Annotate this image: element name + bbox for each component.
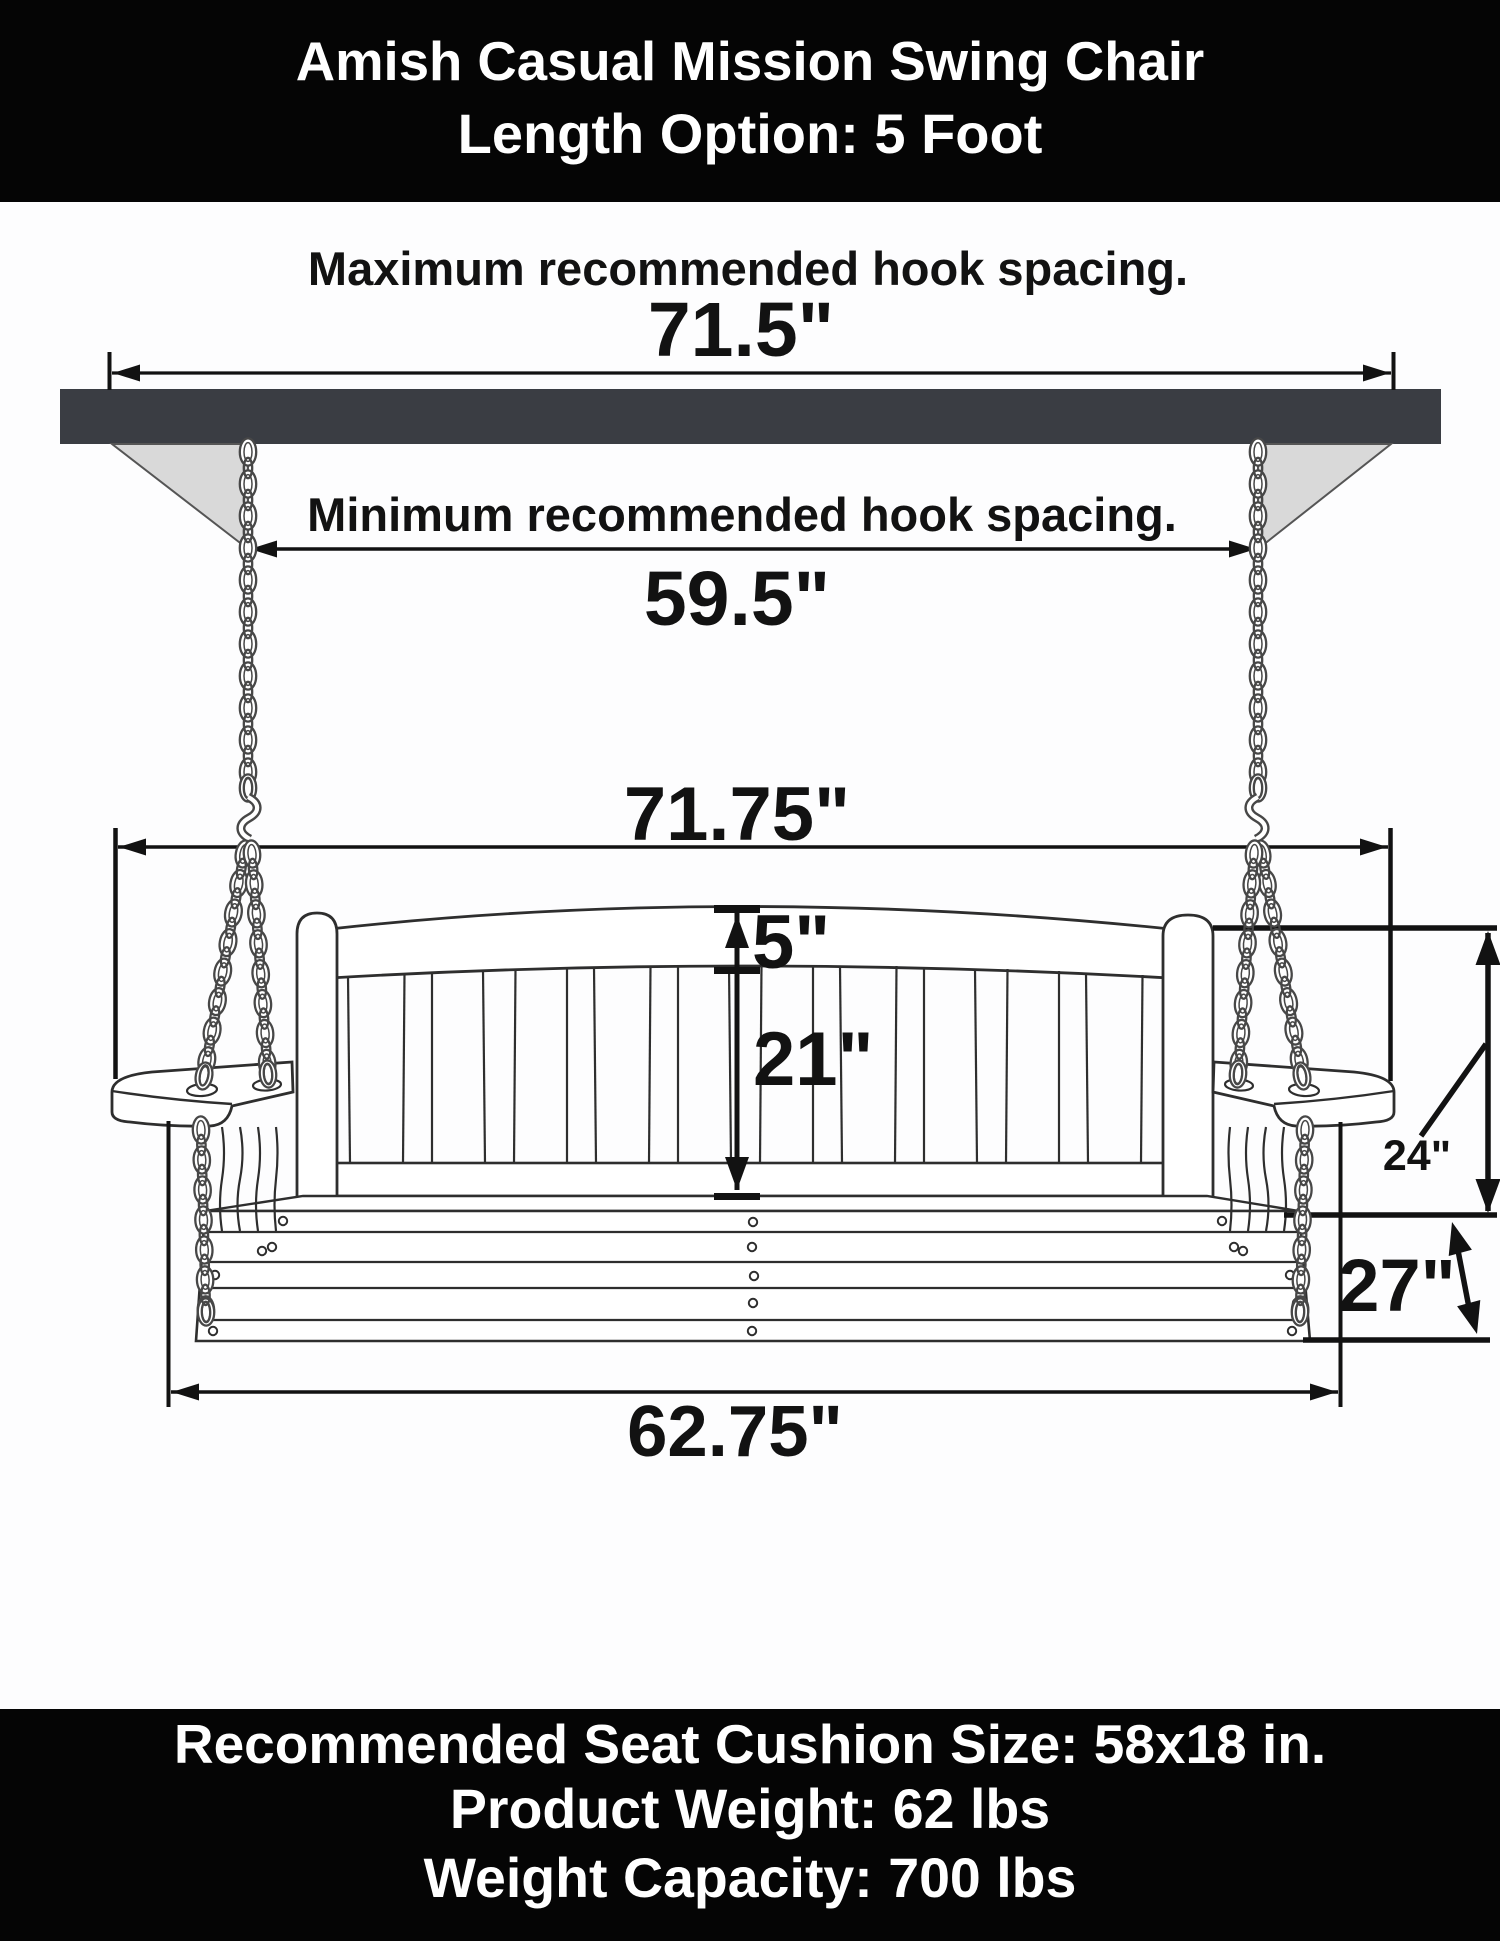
svg-text:59.5": 59.5" <box>644 556 830 642</box>
svg-text:Weight Capacity: 700 lbs: Weight Capacity: 700 lbs <box>424 1847 1077 1909</box>
svg-text:Maximum recommended hook spaci: Maximum recommended hook spacing. <box>308 242 1188 295</box>
svg-text:5": 5" <box>752 900 830 985</box>
svg-text:21": 21" <box>753 1017 874 1102</box>
svg-text:71.75": 71.75" <box>624 772 850 857</box>
svg-text:71.5": 71.5" <box>648 287 834 373</box>
svg-text:Amish Casual Mission Swing Cha: Amish Casual Mission Swing Chair <box>296 31 1205 92</box>
svg-text:Length Option: 5 Foot: Length Option: 5 Foot <box>458 102 1043 165</box>
svg-text:Minimum recommended hook spaci: Minimum recommended hook spacing. <box>307 488 1177 541</box>
svg-text:Product Weight: 62 lbs: Product Weight: 62 lbs <box>450 1778 1050 1840</box>
svg-text:24": 24" <box>1383 1132 1451 1180</box>
svg-text:Recommended Seat Cushion Size:: Recommended Seat Cushion Size: 58x18 in. <box>174 1713 1326 1775</box>
svg-text:27": 27" <box>1338 1244 1455 1327</box>
svg-text:62.75": 62.75" <box>627 1391 843 1472</box>
